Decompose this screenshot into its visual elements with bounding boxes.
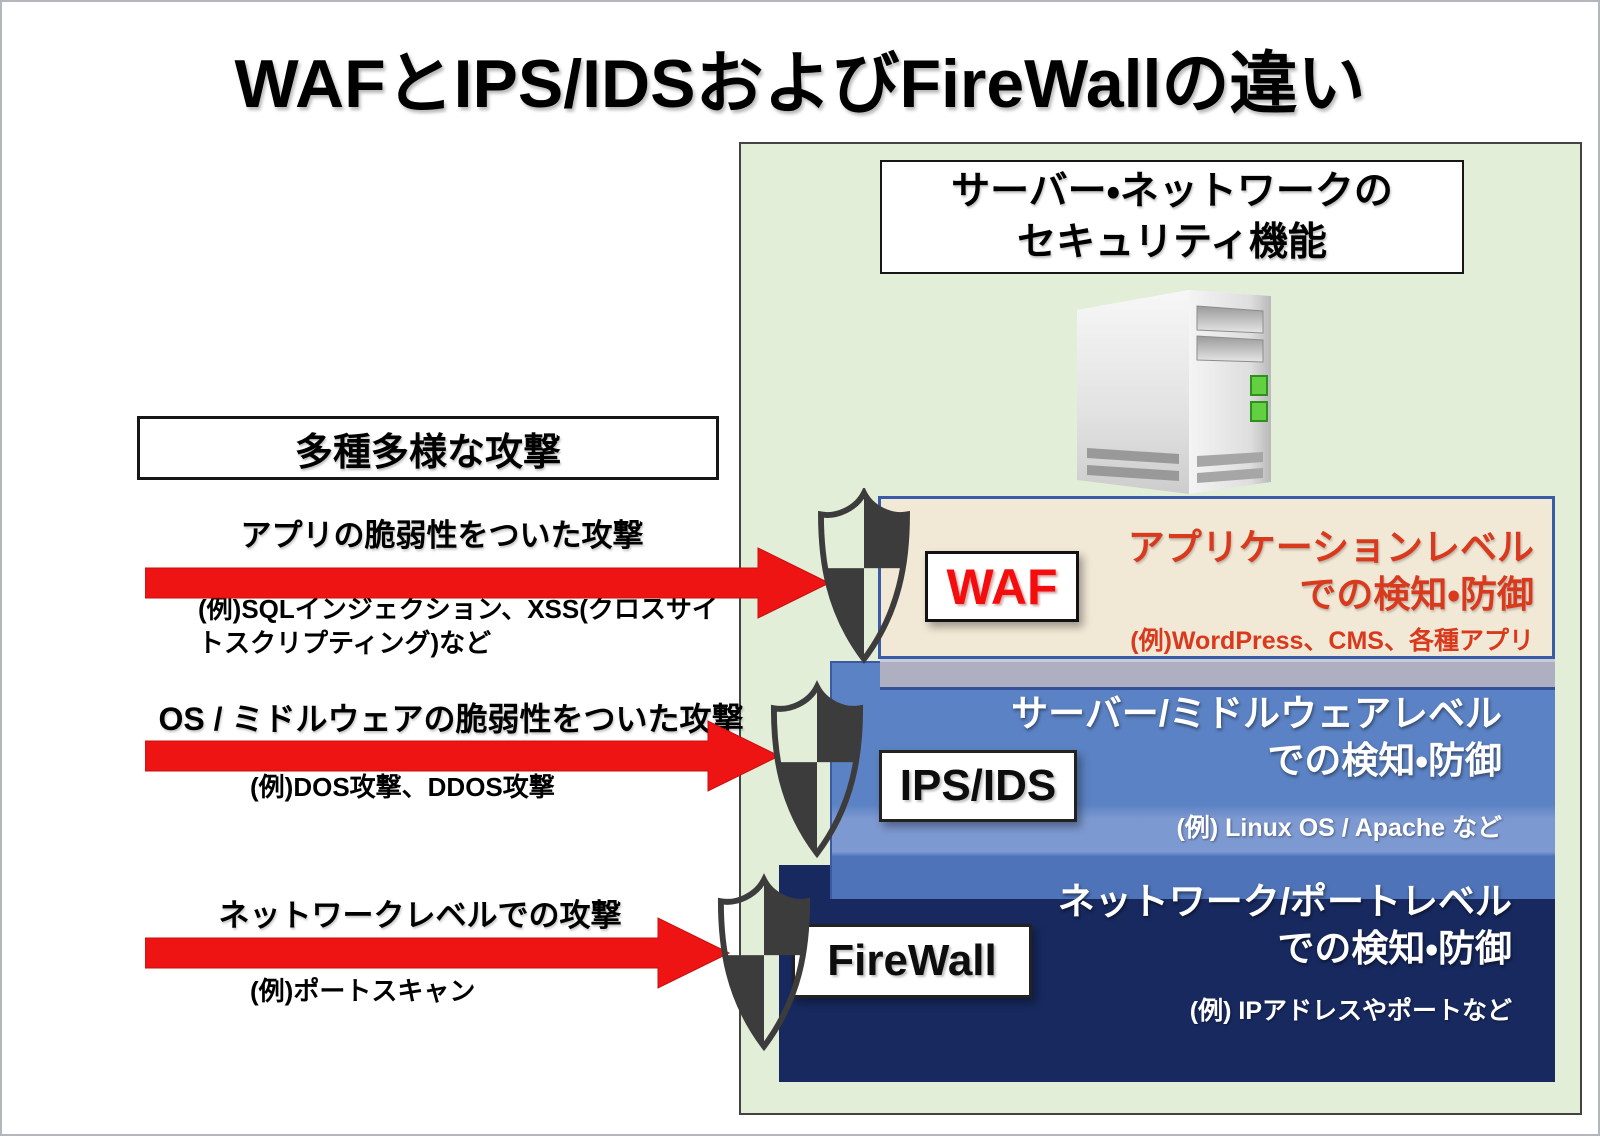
ips-title-line2: での検知・防御: [1267, 740, 1502, 782]
attack-network-label: ネットワークレベルでの攻撃: [218, 898, 622, 933]
firewall-shield-icon: [717, 873, 811, 1052]
attack-os-example: (例)DOS攻撃、DDOS攻撃: [250, 772, 555, 802]
ips-ids-name-label: IPS/IDS: [879, 750, 1077, 822]
attack-arrow-network: [145, 917, 730, 989]
waf-title-line2: での検知・防御: [1299, 574, 1534, 616]
waf-title-line1: アプリケーションレベル: [1127, 527, 1534, 568]
firewall-name-label: FireWall: [792, 924, 1032, 998]
attack-arrow-os: [145, 720, 780, 792]
waf-band-title: アプリケーションレベル での検知・防御: [1002, 524, 1534, 619]
attacks-header-box: 多種多様な攻撃: [137, 416, 719, 480]
waf-band-example: (例)WordPress、CMS、各種アプリ: [1130, 627, 1534, 655]
server-tower-icon: [1077, 290, 1271, 494]
attack-os-label: OS / ミドルウェアの脆弱性をついた攻撃: [158, 701, 744, 737]
attack-app-label: アプリの脆弱性をついた攻撃: [240, 518, 644, 553]
security-panel-header: サーバー・ネットワークの セキュリティ機能: [880, 160, 1464, 274]
led-icon: [1250, 401, 1268, 422]
security-panel-header-line2: セキュリティ機能: [1017, 221, 1327, 264]
security-panel-header-line1: サーバー・ネットワークの: [951, 169, 1393, 213]
attack-app-example: (例)SQLインジェクション、XSS(クロスサイトスクリプティング)など: [198, 594, 718, 659]
ips-band-title: サーバー/ミドルウェアレベル での検知・防御: [962, 690, 1502, 785]
ips-title-line1: サーバー/ミドルウェアレベル: [1011, 693, 1502, 734]
firewall-title-line1: ネットワーク/ポートレベル: [1057, 881, 1512, 922]
ips-band-example: (例) Linux OS / Apache など: [1176, 814, 1503, 842]
firewall-band-title: ネットワーク/ポートレベル での検知・防御: [972, 878, 1512, 973]
band-divider-strip: [880, 659, 1555, 690]
page-title: WAFとIPS/IDSおよびFireWallの違い: [234, 46, 1366, 122]
ips-shield-icon: [770, 680, 864, 859]
led-icon: [1250, 375, 1268, 396]
firewall-title-line2: での検知・防御: [1277, 928, 1512, 970]
waf-shield-icon: [818, 488, 910, 664]
firewall-band-example: (例) IPアドレスやポートなど: [1189, 997, 1512, 1025]
attack-network-example: (例)ポートスキャン: [250, 976, 476, 1006]
attack-arrow-app: [145, 547, 830, 619]
waf-name-label: WAF: [925, 551, 1079, 622]
